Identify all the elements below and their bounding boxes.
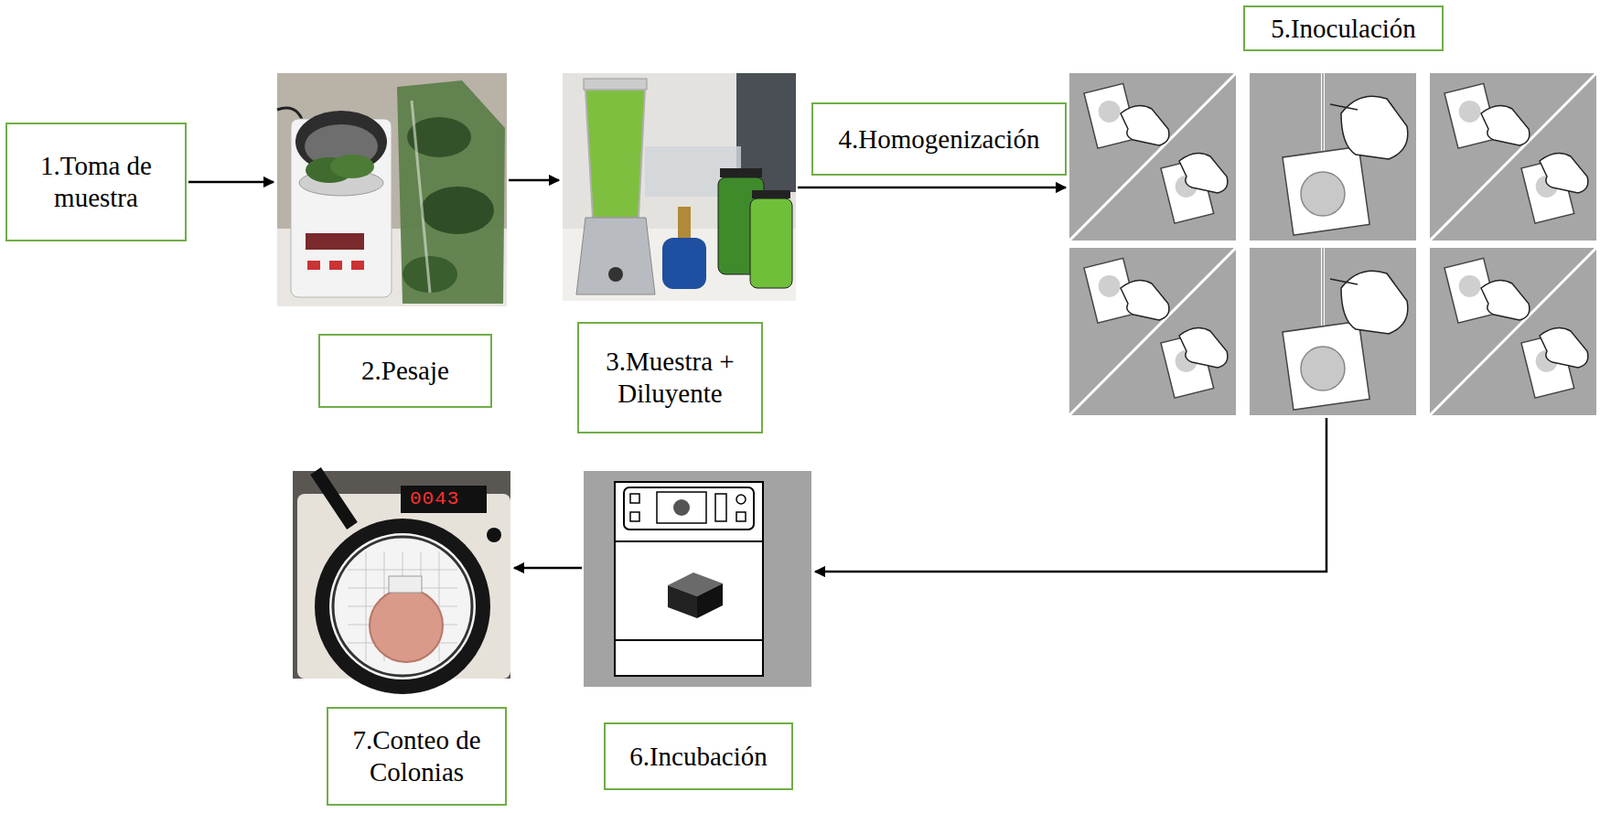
step-label: 4.Homogenización: [822, 123, 1056, 156]
colony-counter-photo: [400, 485, 487, 514]
blender-photo: [662, 237, 707, 290]
weighing-photo: [329, 260, 343, 270]
colony-counter-photo: [486, 527, 502, 543]
inoculation-steps: [1249, 247, 1417, 416]
colony-counter-photo: [292, 471, 511, 688]
blender-photo: [583, 78, 647, 90]
step-group: 2.Pesaje: [277, 73, 507, 409]
weighing-photo: [277, 73, 507, 307]
blender-photo: [750, 198, 793, 289]
flow-arrow: [188, 181, 274, 184]
step-label: 2.Pesaje: [318, 333, 493, 409]
incubator-icon: [614, 639, 763, 642]
inoculation-steps: [1429, 247, 1597, 416]
colony-counter-photo: [332, 536, 473, 677]
weighing-photo: [397, 80, 505, 304]
blender-photo: [719, 168, 763, 178]
incubator-icon: [583, 471, 812, 688]
incubator-icon: [583, 471, 812, 688]
blender-photo: [677, 206, 691, 240]
incubator-icon: [736, 494, 746, 505]
weighing-photo: [277, 73, 507, 307]
step-group: 5.Inoculación: [1069, 5, 1600, 417]
incubator-icon: [656, 492, 707, 524]
counter-display: 0043: [406, 487, 463, 512]
step-group: 7.Conteo de Colonias: [292, 471, 511, 806]
blender-photo: [751, 190, 791, 199]
inoculation-steps: [1249, 73, 1417, 241]
weighing-photo: [351, 260, 365, 270]
flow-arrow: [797, 186, 1066, 190]
step-label: 6.Incubación: [603, 722, 794, 791]
incubator-icon: [630, 512, 640, 522]
step-label: 3.Muestra + Diluyente: [577, 322, 763, 434]
blender-photo: [585, 89, 645, 218]
inoculation-steps: [1069, 73, 1236, 241]
step-box: 1.Toma de muestra: [5, 122, 187, 242]
flow-arrow: [815, 418, 1327, 572]
incubator-icon: [614, 540, 763, 543]
step-label: 5.Inoculación: [1243, 5, 1444, 52]
incubator-icon: [623, 487, 754, 530]
colony-counter-photo: [322, 526, 484, 688]
colony-counter-photo: [369, 589, 443, 663]
incubator-icon: [614, 482, 763, 677]
inoculation-steps: [1069, 73, 1597, 416]
step-label: 7.Conteo de Colonias: [326, 707, 507, 806]
weighing-photo: [307, 260, 321, 270]
flow-arrow: [508, 179, 559, 183]
inoculation-steps: [1429, 73, 1597, 241]
incubator-icon: [736, 512, 746, 522]
blender-photo: [608, 267, 623, 282]
incubator-icon: [673, 499, 690, 516]
step-box: 4.Homogenización: [811, 102, 1067, 176]
incubator-icon: [715, 493, 727, 522]
colony-counter-photo: [388, 576, 422, 593]
weighing-photo: [411, 100, 430, 293]
weighing-photo: [305, 233, 365, 250]
colony-counter-photo: [315, 471, 353, 527]
blender-photo: [562, 73, 796, 301]
weighing-photo: [290, 118, 392, 298]
incubator-icon: [667, 585, 698, 619]
inoculation-steps: [1069, 247, 1236, 416]
colony-counter-photo: [347, 551, 458, 662]
blender-photo: [562, 73, 796, 301]
incubator-icon: [630, 493, 640, 504]
step-group: 6.Incubación: [583, 471, 812, 791]
weighing-photo: [420, 186, 494, 235]
incubator-icon: [697, 583, 723, 619]
step-label: 1.Toma de muestra: [16, 150, 176, 215]
blender-photo: [576, 217, 656, 295]
weighing-photo: [330, 154, 375, 179]
step-group: 3.Muestra + Diluyente: [562, 73, 796, 434]
flow-arrow: [514, 567, 582, 570]
